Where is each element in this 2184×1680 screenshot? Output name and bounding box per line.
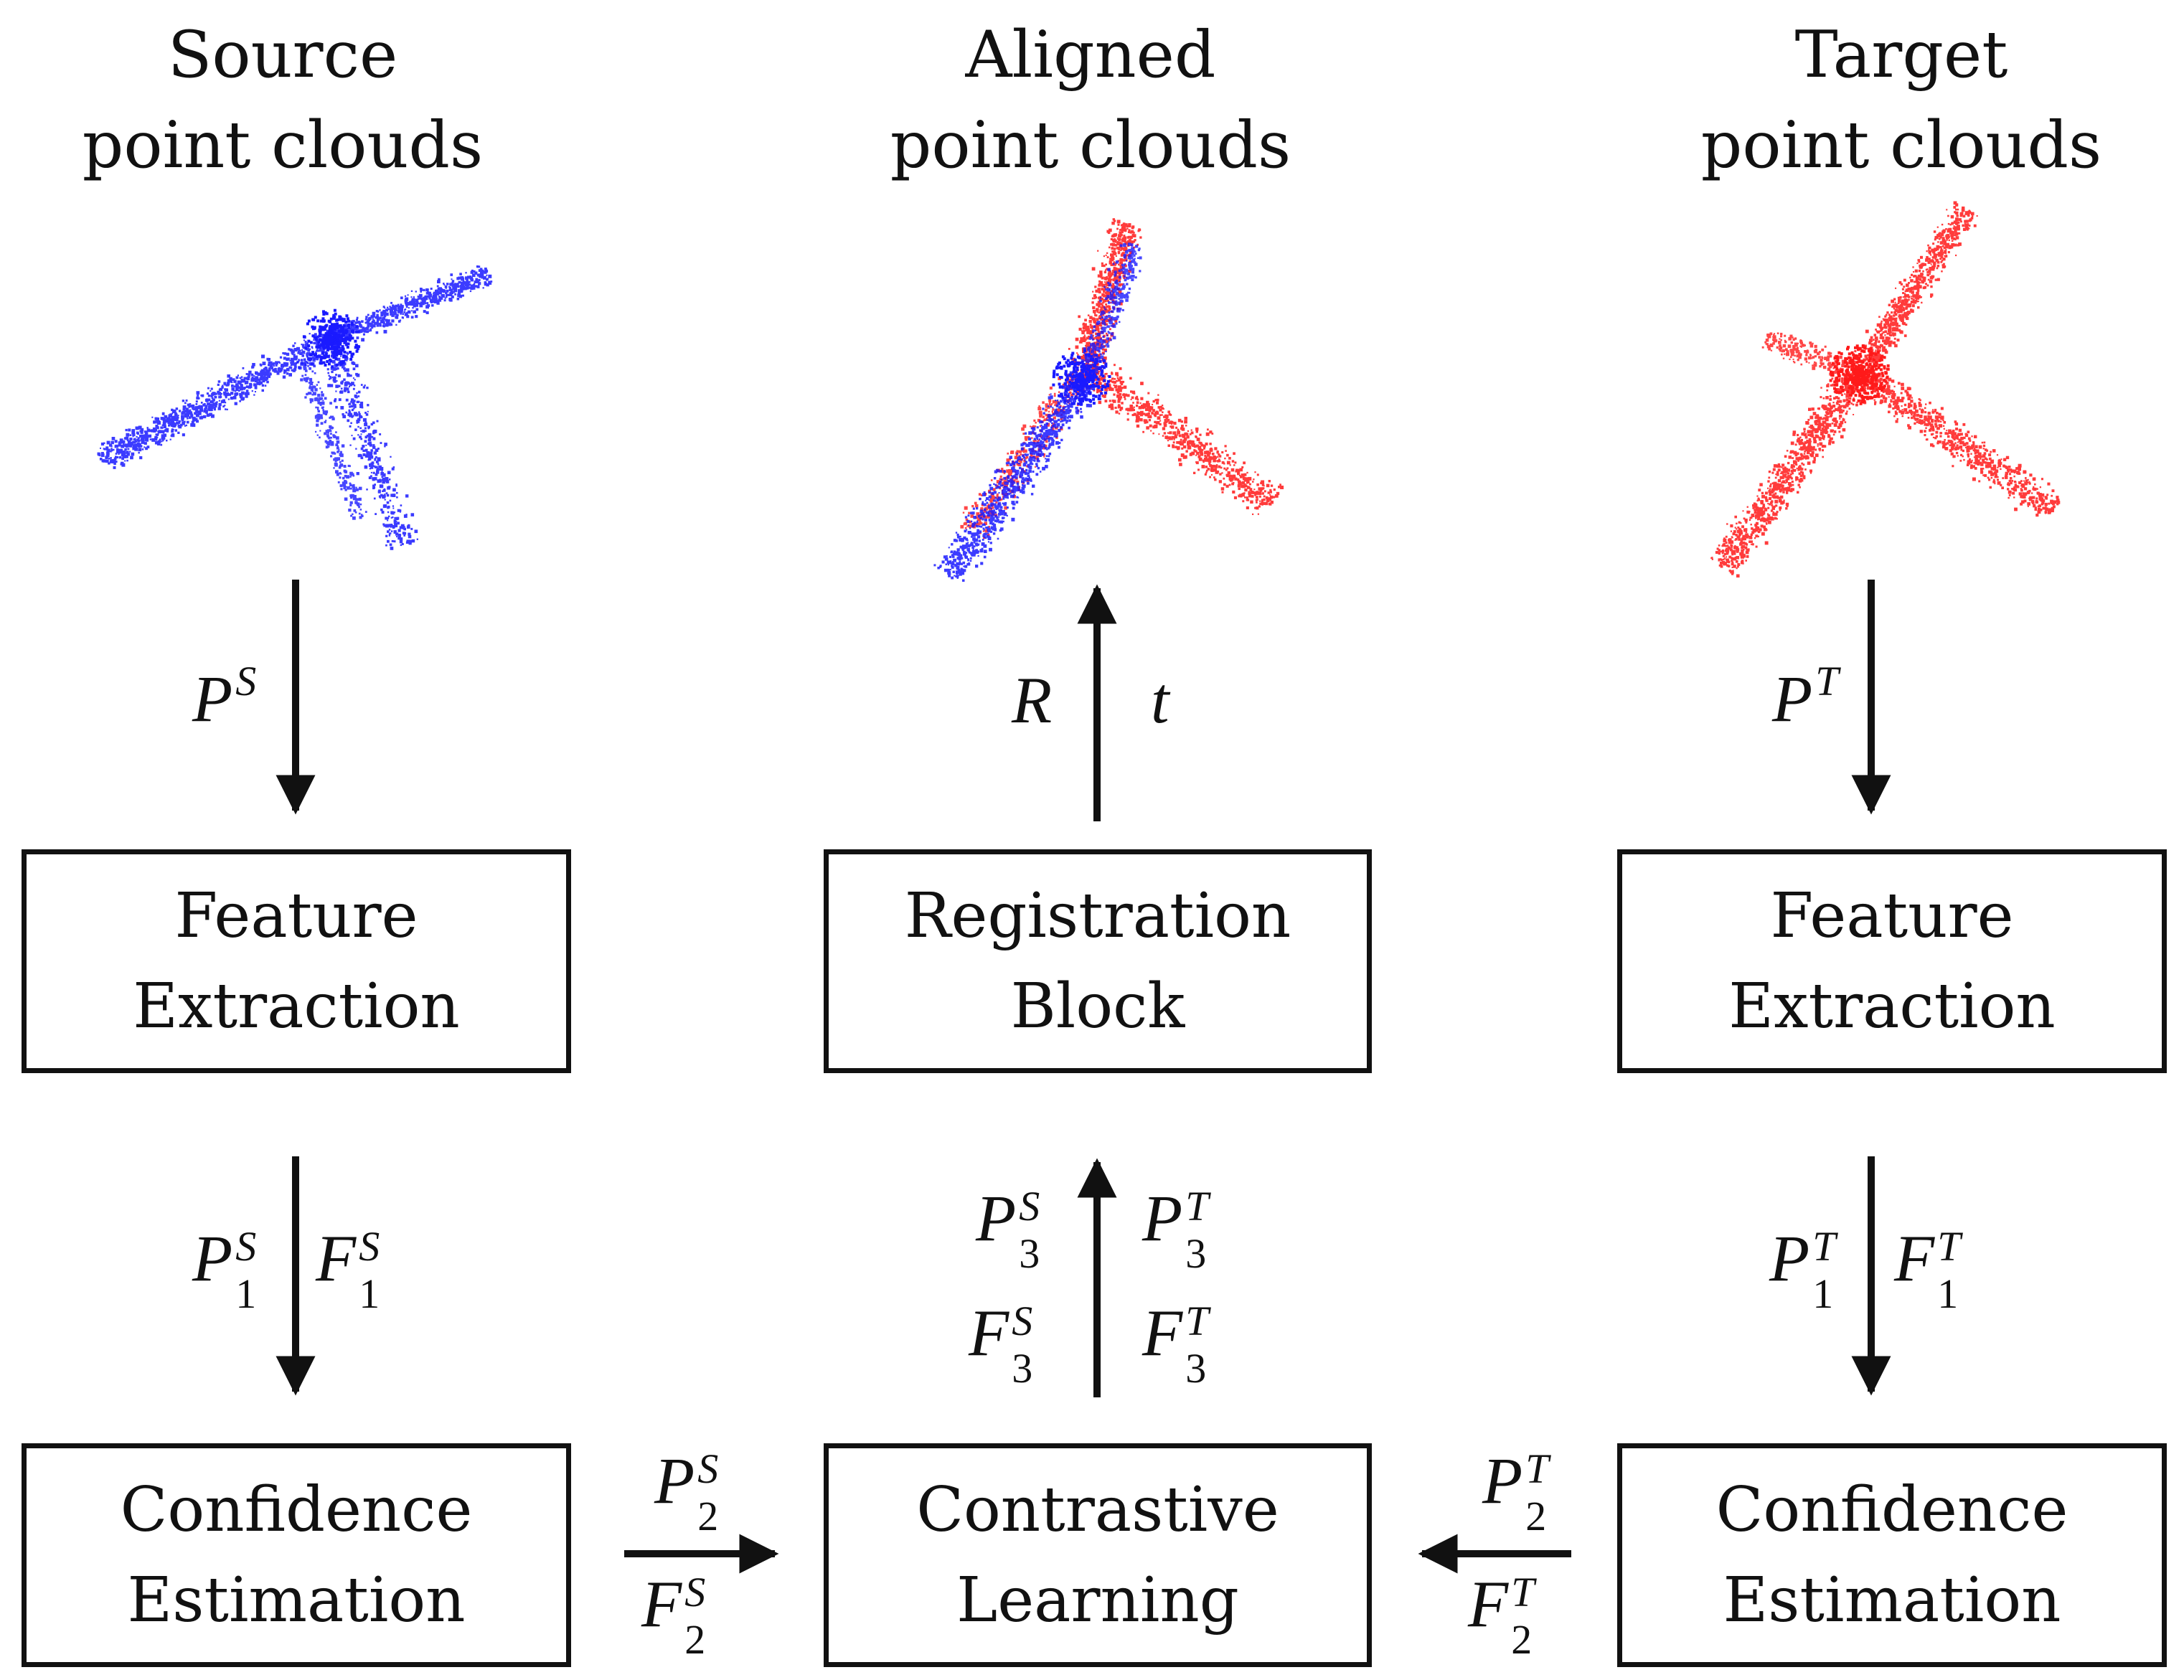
target-header: Target point clouds [1650, 10, 2152, 191]
confidence-estimation-right-line2: Estimation [1723, 1565, 2061, 1636]
feature-extraction-left-box: Feature Extraction [22, 849, 571, 1073]
contrastive-learning-box: Contrastive Learning [824, 1443, 1372, 1667]
feature-extraction-left-line2: Extraction [133, 971, 460, 1042]
aligned-point-cloud-image [933, 218, 1284, 582]
aligned-header: Aligned point clouds [839, 10, 1342, 191]
label-rotation-r: R [1012, 664, 1053, 737]
source-point-cloud-image [97, 265, 493, 550]
confidence-estimation-left-line2: Estimation [127, 1565, 466, 1636]
source-header: Source point clouds [32, 10, 534, 191]
confidence-estimation-right-box: Confidence Estimation [1617, 1443, 2167, 1667]
registration-block-box: Registration Block [824, 849, 1372, 1073]
source-header-line1: Source [167, 17, 398, 93]
registration-block-line2: Block [1010, 971, 1185, 1042]
label-translation-t: t [1151, 664, 1169, 737]
feature-extraction-right-line1: Feature [1770, 880, 2014, 952]
confidence-estimation-right-line1: Confidence [1715, 1474, 2068, 1546]
contrastive-learning-line1: Contrastive [916, 1474, 1279, 1546]
label-pt: PT [1772, 658, 1839, 735]
contrastive-learning-line2: Learning [956, 1565, 1239, 1636]
feature-extraction-right-line2: Extraction [1728, 971, 2056, 1042]
target-point-cloud-image [1710, 201, 2061, 578]
feature-extraction-left-line1: Feature [174, 880, 418, 952]
feature-extraction-right-box: Feature Extraction [1617, 849, 2167, 1073]
registration-block-line1: Registration [904, 880, 1291, 952]
target-header-line2: point clouds [1700, 108, 2102, 183]
confidence-estimation-left-line1: Confidence [120, 1474, 473, 1546]
confidence-estimation-left-box: Confidence Estimation [22, 1443, 571, 1667]
aligned-header-line2: point clouds [890, 108, 1291, 183]
aligned-header-line1: Aligned [965, 17, 1216, 93]
source-header-line2: point clouds [82, 108, 484, 183]
label-ps: PS [192, 658, 257, 735]
target-header-line1: Target [1794, 17, 2008, 93]
